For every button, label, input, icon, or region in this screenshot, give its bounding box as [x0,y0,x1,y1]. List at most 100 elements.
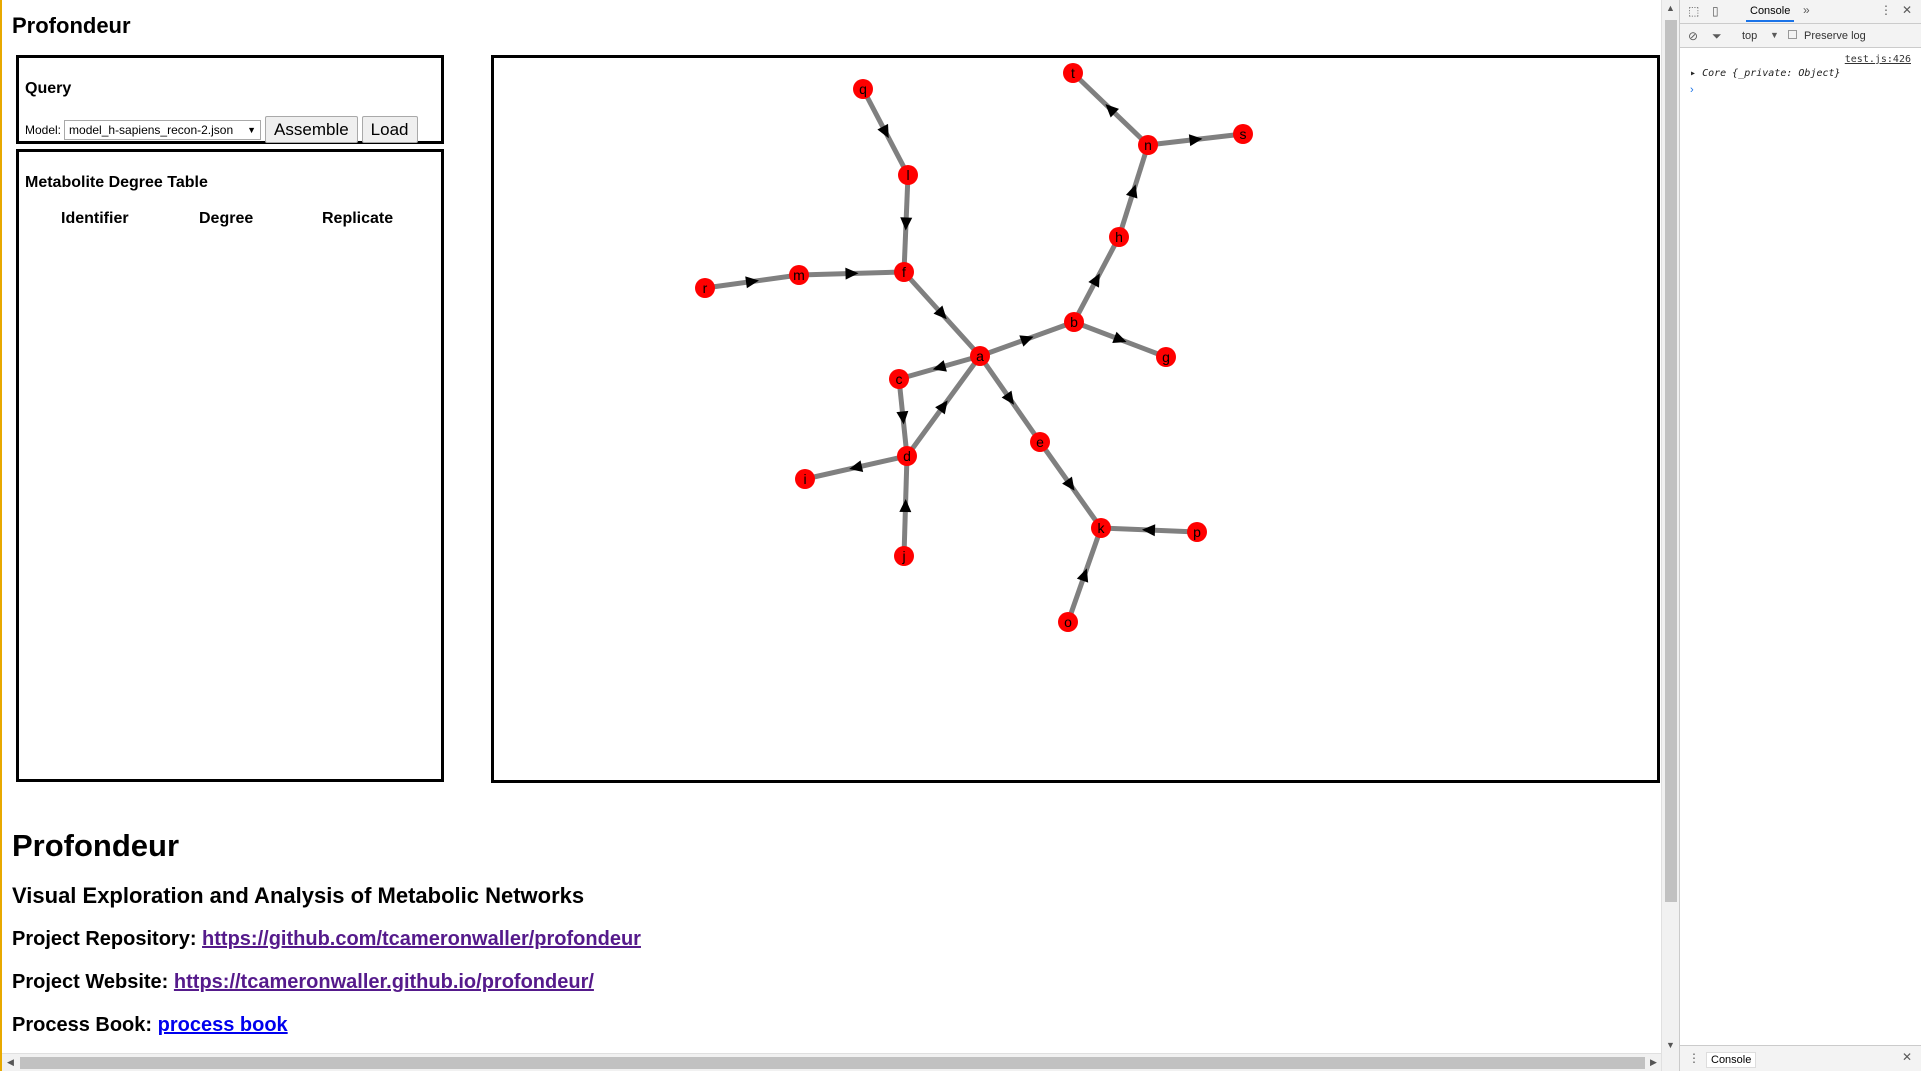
devtools-panel: ⬚ ▯ Console » ⋮ ✕ ⊘ ⏷ top ▼ Preserve log… [1679,0,1921,1071]
project-website-line: Project Website: https://tcameronwaller.… [12,971,594,994]
node-d[interactable]: d [897,446,917,466]
console-toolbar: ⊘ ⏷ top ▼ Preserve log [1680,24,1921,48]
node-c[interactable]: c [889,369,909,389]
node-h[interactable]: h [1109,227,1129,247]
scroll-right-icon[interactable]: ▶ [1650,1057,1657,1067]
node-circle[interactable] [1058,612,1078,632]
node-p[interactable]: p [1187,522,1207,542]
node-label: h [1115,229,1123,245]
node-label: s [1240,126,1247,142]
node-r[interactable]: r [695,278,715,298]
node-k[interactable]: k [1091,518,1111,538]
network-graph-panel[interactable]: a b c d e f g h i j k l m n o p q r s t [491,55,1660,783]
expand-triangle-icon[interactable]: ▸ [1690,68,1697,79]
load-button[interactable]: Load [361,116,418,143]
edge-arrow-f-a [933,305,947,320]
context-select[interactable]: top [1742,30,1758,42]
process-book-link[interactable]: process book [157,1014,288,1036]
node-circle[interactable] [897,446,917,466]
scroll-down-icon[interactable]: ▼ [1666,1040,1675,1050]
drawer-menu-icon[interactable]: ⋮ [1688,1051,1700,1065]
edge-arrow-l-f [900,217,913,231]
device-toolbar-icon[interactable]: ▯ [1712,4,1719,18]
edge-arrow-a-c [932,360,947,372]
node-circle[interactable] [1030,432,1050,452]
node-circle[interactable] [970,346,990,366]
node-g[interactable]: g [1156,347,1176,367]
assemble-button[interactable]: Assemble [265,116,358,143]
more-tabs-icon[interactable]: » [1803,3,1810,17]
node-circle[interactable] [1138,135,1158,155]
website-link[interactable]: https://tcameronwaller.github.io/profond… [173,971,594,993]
vertical-scrollbar[interactable]: ▲ ▼ [1661,0,1679,1071]
node-circle[interactable] [889,369,909,389]
node-b[interactable]: b [1064,312,1084,332]
horizontal-scrollbar[interactable]: ◀ ▶ [2,1053,1663,1071]
node-circle[interactable] [795,469,815,489]
console-prompt-icon[interactable]: › [1690,84,1694,96]
repository-link[interactable]: https://github.com/tcameronwaller/profon… [202,928,641,950]
tab-console[interactable]: Console [1746,5,1795,22]
degree-table-heading: Metabolite Degree Table [25,174,208,191]
log-entry[interactable]: ▸ Core {_private: Object} [1690,68,1841,79]
node-f[interactable]: f [894,262,914,282]
kebab-menu-icon[interactable]: ⋮ [1880,3,1892,17]
devtools-drawer: ⋮ Console ✕ [1680,1045,1921,1071]
clear-console-icon[interactable]: ⊘ [1688,29,1699,43]
context-dropdown-icon[interactable]: ▼ [1770,30,1779,40]
inspect-element-icon[interactable]: ⬚ [1688,4,1700,18]
process-book-label: Process Book: [12,1014,153,1036]
node-i[interactable]: i [795,469,815,489]
node-label: j [901,548,905,564]
vertical-scroll-thumb[interactable] [1665,20,1677,902]
node-a[interactable]: a [970,346,990,366]
dropdown-arrow-icon: ▼ [247,124,257,135]
column-header-replicate[interactable]: Replicate [322,210,394,227]
column-header-identifier[interactable]: Identifier [61,210,129,227]
process-book-line: Process Book: process book [12,1014,288,1037]
node-q[interactable]: q [853,79,873,99]
node-circle[interactable] [894,262,914,282]
edge-arrow-d-i [849,460,864,473]
node-o[interactable]: o [1058,612,1078,632]
node-n[interactable]: n [1138,135,1158,155]
model-select[interactable]: model_h-sapiens_recon-2.json ▼ [64,119,262,140]
log-source-link[interactable]: test.js:426 [1844,54,1911,65]
node-circle[interactable] [695,278,715,298]
filter-icon[interactable]: ⏷ [1712,29,1722,43]
node-circle[interactable] [894,546,914,566]
scroll-left-icon[interactable]: ◀ [7,1057,14,1067]
network-graph[interactable]: a b c d e f g h i j k l m n o p q r s t [494,58,1657,780]
scroll-up-icon[interactable]: ▲ [1666,3,1675,13]
node-circle[interactable] [789,265,809,285]
node-e[interactable]: e [1030,432,1050,452]
node-j[interactable]: j [894,546,914,566]
close-icon[interactable]: ✕ [1902,3,1913,17]
node-circle[interactable] [1233,124,1253,144]
node-circle[interactable] [1091,518,1111,538]
node-label: p [1193,524,1201,540]
drawer-tab-console[interactable]: Console [1706,1052,1757,1068]
app-title: Profondeur [12,13,131,38]
node-circle[interactable] [1109,227,1129,247]
node-circle[interactable] [1064,312,1084,332]
node-m[interactable]: m [789,265,809,285]
node-circle[interactable] [1063,63,1083,83]
edge-arrow-e-k [1062,476,1075,491]
query-panel: Query Model: model_h-sapiens_recon-2.jso… [16,55,444,144]
node-l[interactable]: l [898,165,918,185]
node-label: t [1071,65,1075,81]
node-circle[interactable] [853,79,873,99]
column-header-degree[interactable]: Degree [199,210,254,227]
node-circle[interactable] [1187,522,1207,542]
node-t[interactable]: t [1063,63,1083,83]
edge-arrow-q-l [877,123,889,139]
node-circle[interactable] [898,165,918,185]
edge-arrow-h-n [1125,184,1138,199]
edge-arrow-n-t [1105,104,1119,118]
node-s[interactable]: s [1233,124,1253,144]
drawer-close-icon[interactable]: ✕ [1902,1050,1913,1064]
node-circle[interactable] [1156,347,1176,367]
preserve-log-checkbox[interactable] [1788,30,1797,39]
horizontal-scroll-thumb[interactable] [20,1057,1645,1069]
